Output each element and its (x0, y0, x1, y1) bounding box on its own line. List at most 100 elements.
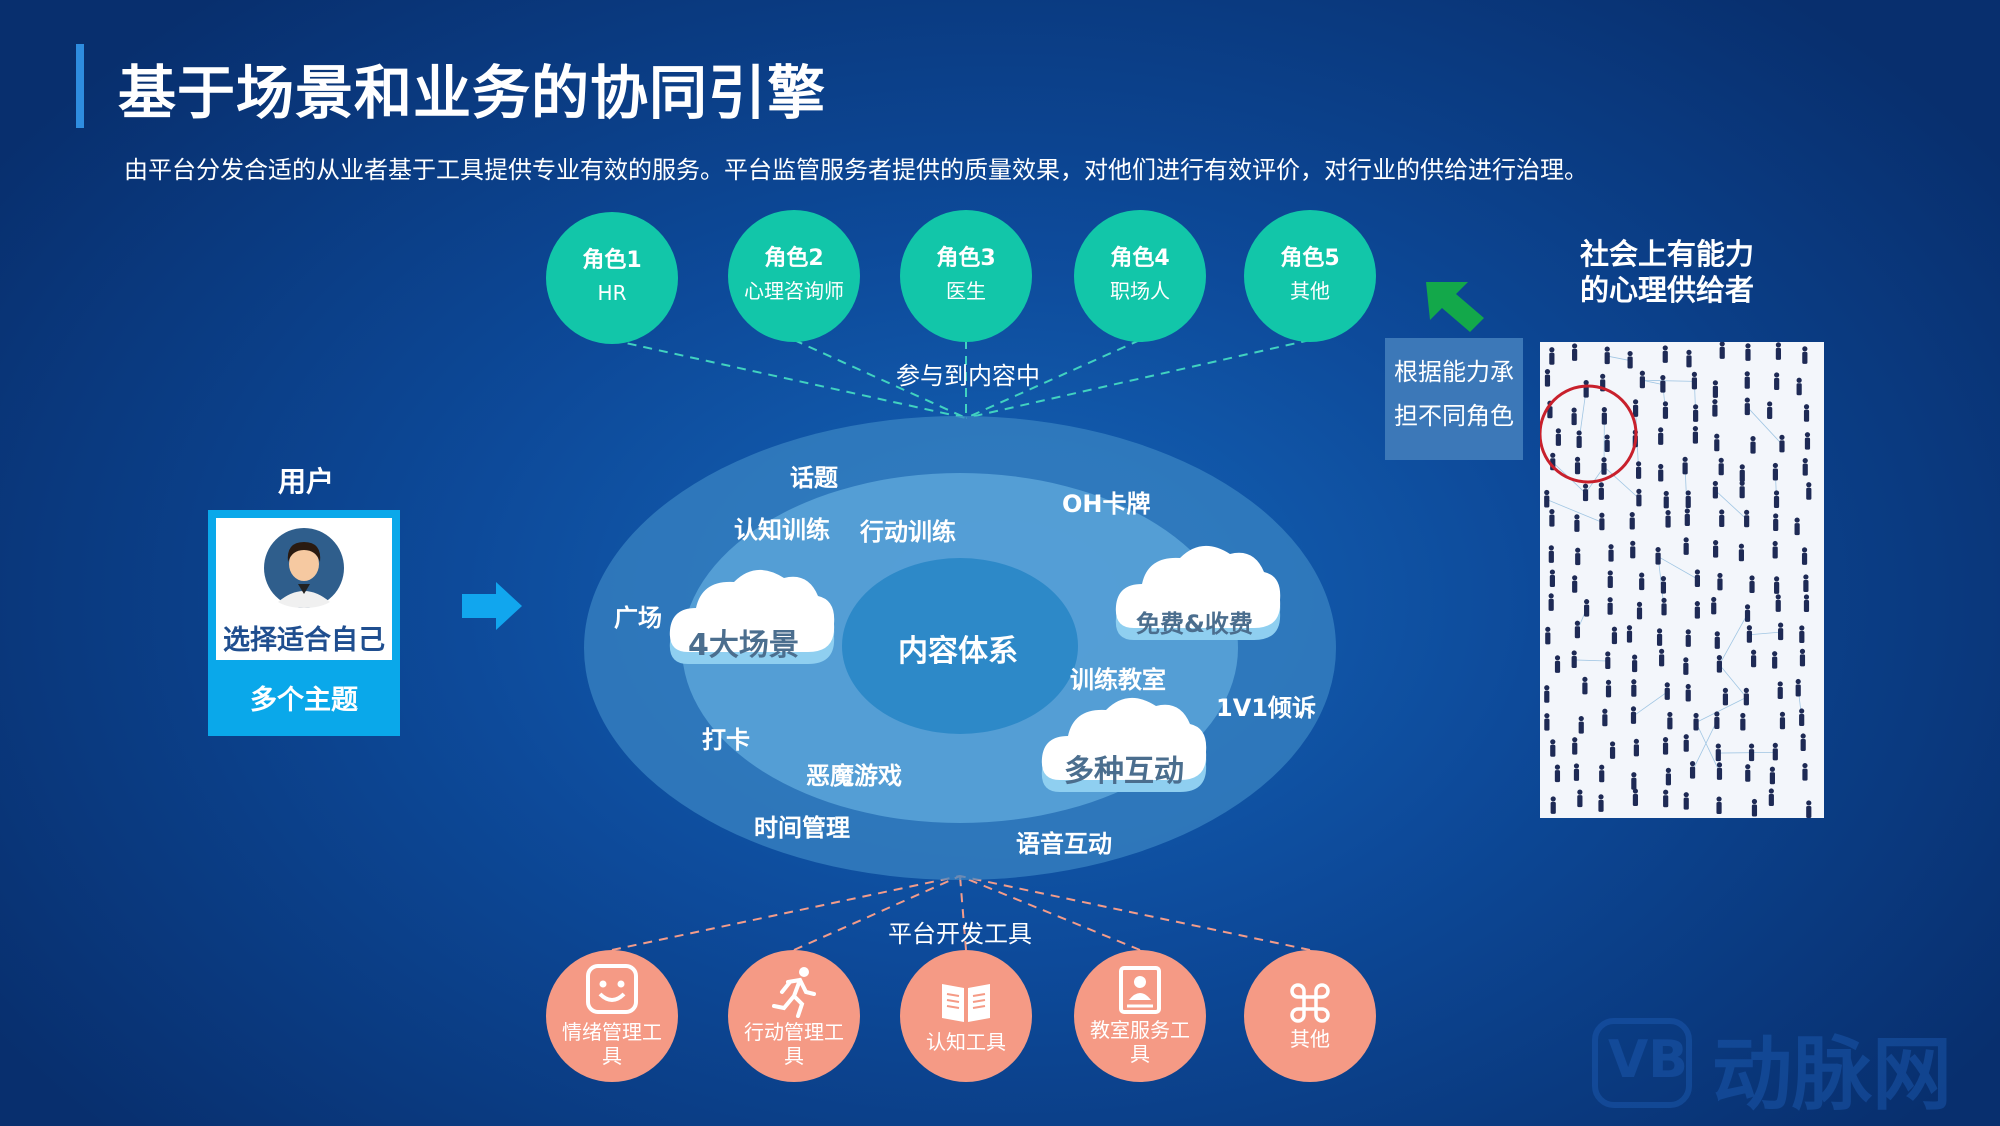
user-card: 选择适合自己 多个主题 (208, 510, 400, 736)
person-figure (1715, 743, 1721, 762)
person-figure (1772, 651, 1778, 669)
supplier-title-line1: 社会上有能力 (1580, 237, 1755, 271)
command-icon (1290, 983, 1330, 1023)
person-figure (1659, 648, 1665, 667)
person-figure (1626, 625, 1633, 643)
person-figure (1632, 788, 1639, 807)
content-item-oh-card: OH卡牌 (1062, 490, 1151, 518)
role-subtitle: HR (597, 281, 627, 305)
role-title: 角色4 (1110, 246, 1170, 271)
person-figure (1601, 457, 1607, 475)
person-figure (1545, 626, 1551, 645)
tool-label: 情绪管理工具 (562, 1020, 662, 1068)
person-figure (1632, 399, 1639, 417)
person-figure (1803, 594, 1810, 613)
person-figure (1607, 597, 1613, 615)
person-figure (1544, 369, 1551, 387)
person-figure (1604, 434, 1610, 453)
person-figure (1574, 456, 1581, 475)
highlight-circle (1540, 384, 1638, 484)
content-item-demon-game: 恶魔游戏 (806, 762, 902, 790)
tool-label: 其他 (1290, 1027, 1330, 1051)
person-figure (1775, 342, 1782, 360)
person-figure (1598, 482, 1604, 500)
person-figure (1627, 350, 1633, 369)
person-figure (1799, 708, 1805, 727)
person-figure (1777, 681, 1783, 699)
person-figure (1713, 540, 1719, 558)
ability-line1: 根据能力承 (1394, 358, 1514, 386)
person-figure (1584, 599, 1590, 617)
right-arrow-icon (462, 582, 522, 630)
person-figure (1682, 456, 1688, 475)
tool-line-5 (959, 875, 1311, 951)
person-figure (1714, 433, 1720, 452)
content-item-time-mgmt: 时间管理 (754, 814, 850, 842)
person-figure (1751, 649, 1757, 668)
person-figure (1716, 762, 1723, 780)
person-figure (1799, 625, 1805, 644)
person-figure (1804, 432, 1811, 450)
person-figure (1573, 763, 1580, 781)
person-figure (1629, 511, 1635, 530)
person-figure (1683, 734, 1689, 752)
tool-line-1 (611, 875, 961, 951)
person-figure (1631, 772, 1637, 790)
person-figure (1746, 625, 1752, 643)
role-circle-1: 角色1 HR (546, 212, 678, 344)
person-figure (1571, 650, 1577, 668)
person-figure (1549, 569, 1555, 588)
person-figure (1685, 490, 1691, 508)
person-figure (1683, 792, 1689, 810)
person-figure (1611, 626, 1618, 645)
role-title: 角色3 (936, 246, 996, 271)
person-figure (1772, 462, 1778, 481)
tool-label: 教室服务工具 (1090, 1018, 1190, 1066)
user-card-inner: 选择适合自己 (216, 518, 392, 660)
crowd-network-image (1540, 342, 1824, 818)
tool-label: 认知工具 (926, 1030, 1006, 1054)
person-figure (1607, 570, 1613, 588)
tool-label: 行动管理工具 (744, 1020, 844, 1068)
person-figure (1694, 569, 1701, 587)
person-figure (1802, 346, 1808, 364)
person-figure (1636, 601, 1643, 620)
person-figure (1683, 537, 1689, 555)
role-circle-2: 角色2 心理咨询师 (728, 210, 860, 342)
person-figure (1689, 761, 1696, 779)
person-figure (1772, 742, 1778, 761)
person-figure (1662, 345, 1668, 363)
person-figure (1667, 711, 1673, 730)
content-item-checkin: 打卡 (702, 726, 750, 754)
person-figure (1774, 576, 1780, 594)
person-figure (1767, 401, 1773, 419)
tool-line-2 (793, 875, 961, 951)
person-figure (1685, 629, 1691, 647)
person-figure (1656, 628, 1663, 646)
person-figure (1662, 737, 1669, 755)
tool-circle-4: 教室服务工具 (1074, 950, 1206, 1082)
person-figure (1655, 546, 1661, 565)
role-line-5 (965, 339, 1311, 419)
role-title: 角色5 (1280, 246, 1340, 271)
person-figure (1572, 737, 1578, 755)
person-figure (1800, 733, 1806, 752)
person-figure (1609, 741, 1616, 759)
core-label: 内容体系 (898, 634, 1018, 669)
person-figure (1711, 596, 1717, 615)
person-figure (1744, 604, 1751, 622)
inner-ellipse (842, 558, 1078, 734)
person-figure (1716, 796, 1722, 815)
person-figure (1663, 490, 1669, 509)
classroom-icon (1119, 966, 1161, 1014)
smiley-icon (586, 964, 638, 1014)
person-figure (1599, 512, 1605, 531)
person-figure (1548, 593, 1554, 611)
person-figure (1779, 434, 1785, 453)
person-figure (1685, 683, 1691, 702)
person-figure (1773, 490, 1780, 508)
person-figure (1738, 543, 1745, 562)
person-figure (1605, 651, 1611, 670)
person-figure (1630, 540, 1636, 559)
